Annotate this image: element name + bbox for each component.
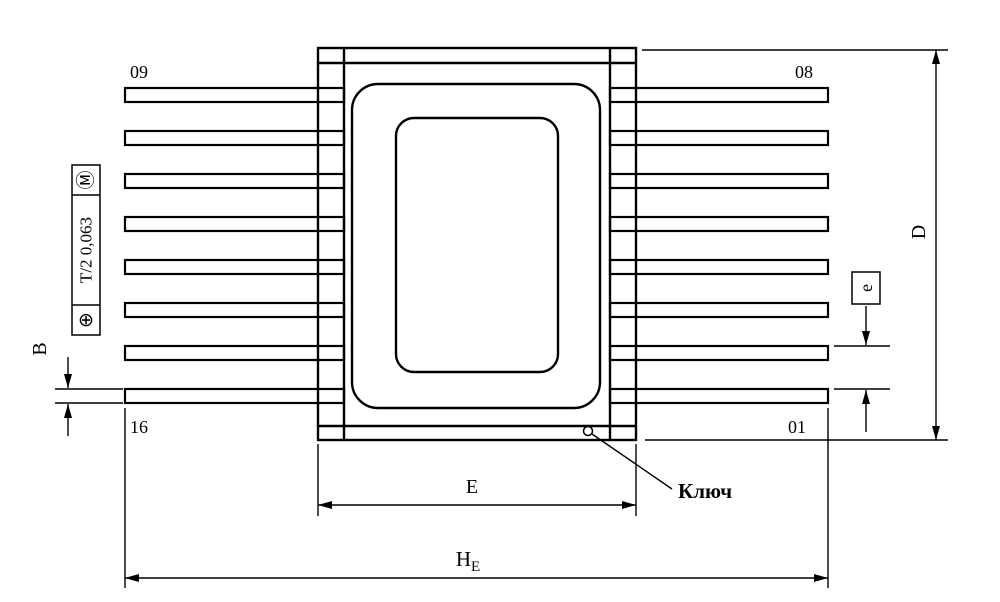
tolerance-frame: ⊕ T/2 0,063 Ⓜ	[71, 164, 101, 336]
lead	[123, 86, 346, 104]
dimension-e: e	[834, 271, 890, 432]
lead	[123, 301, 346, 319]
lead	[608, 387, 830, 405]
pin-label-bottom-left: 16	[130, 417, 148, 437]
key-dot	[582, 425, 594, 437]
package-lid-inner	[394, 116, 560, 374]
pin-label-top-right: 08	[795, 62, 813, 82]
lead	[608, 301, 830, 319]
leader-line	[591, 433, 673, 490]
tolerance-frame-box	[71, 164, 101, 336]
package-lid	[350, 82, 602, 410]
lead	[608, 172, 830, 190]
lead	[608, 129, 830, 147]
lead	[608, 86, 830, 104]
tolerance-value: T/2 0,063	[77, 217, 96, 283]
lead	[123, 172, 346, 190]
dim-label-E: E	[466, 476, 478, 498]
dim-label-HE-sub: E	[471, 559, 480, 575]
key-callout: Ключ	[591, 433, 732, 503]
lead	[123, 344, 346, 362]
dimension-D: D	[642, 49, 948, 441]
dim-label-e: e	[856, 284, 876, 292]
dim-label-HE: HE	[456, 547, 480, 575]
dim-label-B: B	[29, 342, 51, 355]
lead	[608, 344, 830, 362]
lead	[123, 215, 346, 233]
lead	[608, 215, 830, 233]
dimension-HE: HE	[124, 408, 829, 588]
dim-label-HE-main: H	[456, 547, 471, 571]
key-label: Ключ	[678, 479, 732, 503]
lead	[608, 258, 830, 276]
package-body-outline	[316, 46, 638, 442]
dimension-B: B	[29, 342, 123, 436]
lead	[123, 387, 346, 405]
dimension-E: E	[317, 444, 637, 516]
pin-label-top-left: 09	[130, 62, 148, 82]
pin-label-bottom-right: 01	[788, 417, 806, 437]
lead	[123, 129, 346, 147]
dim-label-box	[851, 271, 881, 305]
position-tolerance-icon: ⊕	[75, 312, 97, 328]
material-condition-icon: Ⓜ	[75, 170, 97, 189]
package-body	[316, 46, 638, 442]
lead	[123, 258, 346, 276]
dim-label-D: D	[908, 225, 930, 239]
